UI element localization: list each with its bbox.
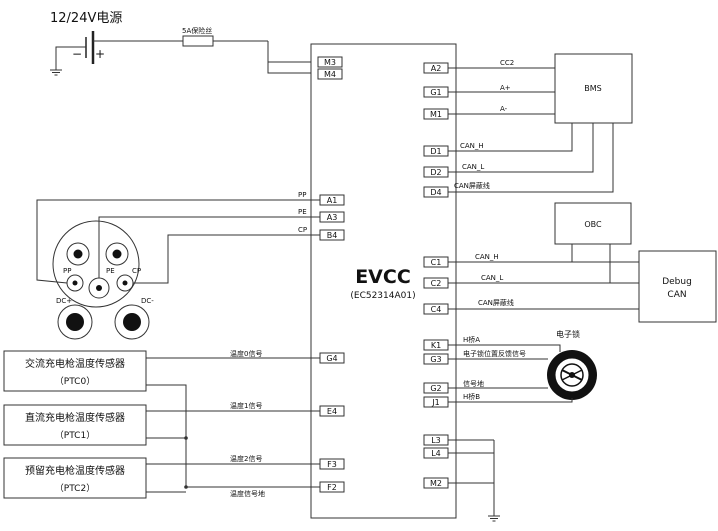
pin-g2-label: G2 bbox=[430, 384, 441, 393]
pin-a2-label: A2 bbox=[431, 64, 442, 73]
signal-a-minus: A- bbox=[500, 105, 508, 113]
pin-f3-label: F3 bbox=[327, 460, 337, 469]
e-lock-wiring bbox=[448, 344, 573, 403]
connector-pe-label: PE bbox=[106, 267, 115, 275]
e-lock-label: 电子锁 bbox=[556, 329, 580, 339]
connector-pp-label: PP bbox=[63, 267, 71, 275]
pin-l4-label: L4 bbox=[431, 449, 441, 458]
bms-label: BMS bbox=[584, 84, 601, 93]
obc-label: OBC bbox=[584, 220, 602, 229]
battery-symbol bbox=[85, 31, 95, 64]
pin-m4 bbox=[317, 68, 343, 80]
sensor-ptc2-name: 预留充电枪温度传感器 bbox=[25, 464, 125, 477]
charging-connector bbox=[52, 220, 150, 340]
connector-cp-label: CP bbox=[132, 267, 141, 275]
fuse-symbol bbox=[182, 35, 214, 47]
bms-module bbox=[554, 53, 633, 124]
sensor-ptc0: 交流充电枪温度传感器 （PTC0） bbox=[3, 350, 147, 392]
obc-module bbox=[554, 202, 632, 245]
signal-temp1: 温度1信号 bbox=[230, 401, 262, 410]
sensor-ptc1: 直流充电枪温度传感器 （PTC1） bbox=[3, 404, 147, 446]
signal-a-plus: A+ bbox=[500, 84, 511, 92]
evcc-title: EVCC bbox=[355, 266, 411, 288]
pin-m4-label: M4 bbox=[324, 70, 336, 79]
signal-can-shield-bms: CAN屏蔽线 bbox=[454, 181, 490, 190]
signal-pe: PE bbox=[298, 208, 307, 216]
pin-c4-label: C4 bbox=[431, 305, 442, 314]
signal-lock-feedback: 电子锁位置反馈信号 bbox=[463, 349, 526, 358]
signal-signal-gnd: 信号地 bbox=[463, 379, 484, 388]
pin-d2-label: D2 bbox=[430, 168, 441, 177]
pin-g3-label: G3 bbox=[430, 355, 441, 364]
pin-m3 bbox=[317, 56, 343, 68]
fuse-label: 5A保险丝 bbox=[182, 26, 212, 35]
sensor-ptc2-code: （PTC2） bbox=[55, 483, 95, 494]
ground-bus bbox=[448, 439, 500, 522]
pin-c1-label: C1 bbox=[431, 258, 442, 267]
signal-cp: CP bbox=[298, 226, 307, 234]
pin-m2-label: M2 bbox=[430, 479, 442, 488]
supply-wiring bbox=[50, 40, 312, 76]
supply-plus: + bbox=[95, 47, 105, 61]
pin-m1-label: M1 bbox=[430, 110, 442, 119]
debug-label-line2: CAN bbox=[667, 290, 686, 300]
pin-g4-label: G4 bbox=[326, 354, 337, 363]
signal-h-bridge-b: H桥B bbox=[463, 392, 480, 401]
sensor-wiring bbox=[146, 357, 320, 493]
connector-dc-minus-label: DC- bbox=[141, 297, 154, 305]
signal-temp0: 温度0信号 bbox=[230, 349, 262, 358]
signal-pp: PP bbox=[298, 191, 306, 199]
pin-k1-label: K1 bbox=[431, 341, 441, 350]
sensor-ptc0-name: 交流充电枪温度传感器 bbox=[25, 357, 125, 370]
signal-can-l-bms: CAN_L bbox=[462, 163, 484, 171]
pin-c2-label: C2 bbox=[431, 279, 442, 288]
pin-e4-label: E4 bbox=[327, 407, 337, 416]
sensor-ptc1-name: 直流充电枪温度传感器 bbox=[25, 411, 125, 424]
e-lock-icon bbox=[547, 350, 597, 400]
signal-can-h-obc: CAN_H bbox=[475, 253, 499, 261]
signal-temp2: 温度2信号 bbox=[230, 454, 262, 463]
signal-h-bridge-a: H桥A bbox=[463, 335, 480, 344]
pin-l3-label: L3 bbox=[431, 436, 441, 445]
connector-wiring bbox=[36, 199, 320, 284]
pin-d1-label: D1 bbox=[430, 147, 441, 156]
pin-d4-label: D4 bbox=[430, 188, 441, 197]
signal-temp-gnd: 温度信号地 bbox=[230, 489, 265, 498]
bms-wiring bbox=[448, 67, 614, 193]
sensor-ptc0-code: （PTC0） bbox=[55, 376, 95, 387]
sensor-ptc2: 预留充电枪温度传感器 （PTC2） bbox=[3, 457, 147, 499]
sensor-ptc1-code: （PTC1） bbox=[55, 430, 95, 441]
pin-j1-label: J1 bbox=[431, 398, 439, 407]
connector-dc-plus-label: DC+ bbox=[56, 297, 72, 305]
debug-label-line1: Debug bbox=[662, 277, 692, 287]
signal-can-shield-debug: CAN屏蔽线 bbox=[478, 298, 514, 307]
debug-can-module bbox=[638, 250, 717, 323]
pin-a3-label: A3 bbox=[327, 213, 338, 222]
supply-label: 12/24V电源 bbox=[50, 11, 122, 26]
signal-can-h-bms: CAN_H bbox=[460, 142, 484, 150]
pin-f2-label: F2 bbox=[327, 483, 337, 492]
pin-g1-label: G1 bbox=[430, 88, 441, 97]
pin-m3-label: M3 bbox=[324, 58, 336, 67]
signal-cc2: CC2 bbox=[500, 59, 514, 67]
can-bus-wiring bbox=[448, 244, 639, 310]
signal-can-l-obc: CAN_L bbox=[481, 274, 503, 282]
pin-b4-label: B4 bbox=[327, 231, 338, 240]
pin-a1-label: A1 bbox=[327, 196, 338, 205]
right-pins: A2 G1 M1 D1 D2 D4 C1 C2 C4 K1 G3 G2 J1 L… bbox=[423, 62, 449, 489]
evcc-part-number: (EC52314A01) bbox=[350, 291, 415, 301]
supply-minus: − bbox=[72, 47, 82, 61]
